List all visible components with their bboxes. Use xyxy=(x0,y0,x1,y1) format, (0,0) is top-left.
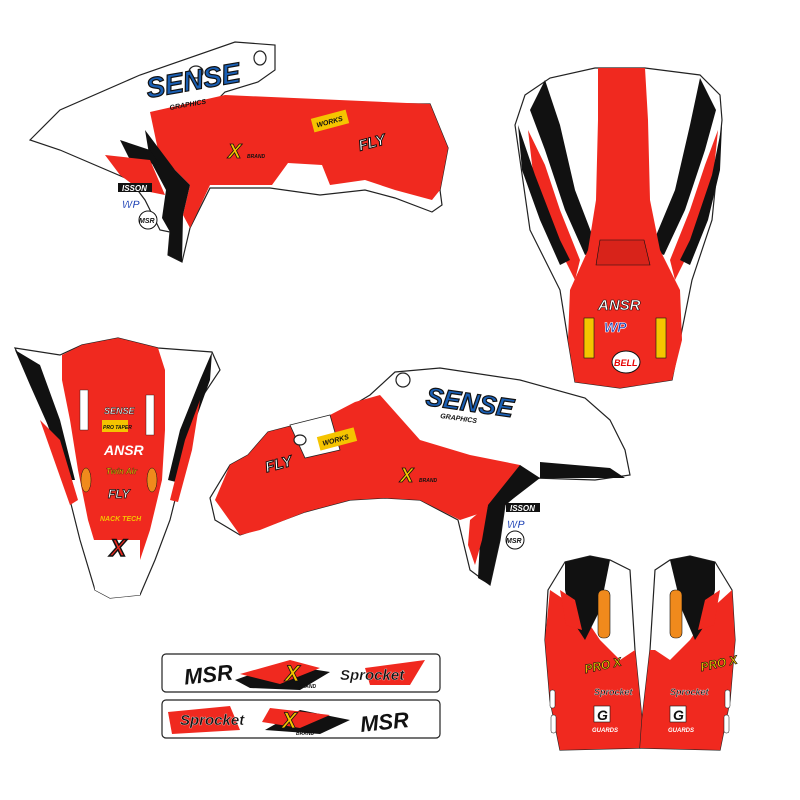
right-shroud-x-logo: X xyxy=(399,465,415,487)
rear-fender: SENSE PRO TAPER ANSR Twin Air FLY NACK T… xyxy=(13,337,221,599)
right-shroud-black-stripe xyxy=(478,465,540,585)
rear-fender-ansr-logo: ANSR xyxy=(103,442,145,458)
swingarm-bottom-red-swoosh xyxy=(262,708,330,728)
left-shroud-isson-logo: ISSON xyxy=(122,184,147,193)
rear-fender-right-side-tag xyxy=(145,394,155,436)
swingarm-top-x-logo: X xyxy=(283,661,301,686)
fork-guard-right-slot-1 xyxy=(724,689,731,709)
fork-guard-right-red-body xyxy=(640,590,735,750)
front-fender-left-black-stripe xyxy=(530,80,598,255)
right-shroud-works-badge xyxy=(316,427,358,451)
fork-guard-right-sprocket-logo: Sprocket xyxy=(670,687,710,697)
right-shroud-isson-logo: ISSON xyxy=(510,504,535,513)
left-shroud-x-logo: X xyxy=(227,141,243,163)
fork-guard-right-red-stripe xyxy=(698,590,720,630)
rear-fender-fly-logo: FLY xyxy=(108,487,131,501)
right-shroud-x-sub: BRAND xyxy=(419,478,437,484)
rear-fender-left-side-tag xyxy=(79,389,89,431)
swingarm-top-sprocket-logo: Sprocket xyxy=(340,667,405,684)
front-fender-wp-logo: WP xyxy=(604,319,627,335)
fork-guard-left-slot-1 xyxy=(549,689,556,709)
fork-guard-left-red-stripe xyxy=(560,590,582,630)
front-fender-left-sponsor-tag xyxy=(583,317,595,359)
left-shroud-isson-bar xyxy=(118,183,152,192)
front-fender-right-black-stripe xyxy=(650,78,716,255)
rear-fender-x-logo: X xyxy=(108,535,128,562)
fork-guard-left-g-sub: GUARDS xyxy=(592,728,618,734)
left-shroud-hole-1 xyxy=(188,65,204,79)
swingarm-bottom-x-sub: BRAND xyxy=(296,731,314,737)
rear-fender-right-black xyxy=(168,352,212,482)
rear-fender-white-tail xyxy=(90,540,140,598)
right-radiator-shroud: SENSE GRAPHICS WORKS FLY X BRAND ISSON W… xyxy=(209,367,631,587)
rear-fender-pro-taper-logo: PRO TAPER xyxy=(103,425,132,431)
swingarm-decal-bottom: Sprocket X BRAND MSR xyxy=(161,699,441,739)
front-fender: ANSR WP BELL xyxy=(514,67,723,389)
fork-guard-right-g-badge xyxy=(669,705,687,723)
front-fender-right-black-stripe-2 xyxy=(680,125,722,265)
rear-fender-right-red xyxy=(170,400,200,502)
front-fender-bell-badge xyxy=(611,350,641,374)
swingarm-bottom-x-logo: X xyxy=(280,708,298,733)
left-shroud-red-panel xyxy=(150,95,448,228)
front-fender-left-red-stripe xyxy=(528,130,580,280)
right-shroud-black-stripe-2 xyxy=(540,462,625,478)
front-fender-bell-logo: BELL xyxy=(614,358,638,368)
swingarm-top-x-sub: BRAND xyxy=(298,684,316,690)
swingarm-decal-top: MSR X BRAND Sprocket xyxy=(161,653,441,693)
left-radiator-shroud: SENSE GRAPHICS WORKS FLY X BRAND ISSON W… xyxy=(28,41,449,263)
swingarm-top-msr-logo: MSR xyxy=(183,660,234,690)
rear-fender-pro-taper-badge xyxy=(102,420,128,432)
left-shroud-works-badge xyxy=(310,109,350,133)
right-shroud-wp-logo: WP xyxy=(507,519,525,531)
fork-guard-right-slot-2 xyxy=(723,714,730,734)
fork-guard-left-slot-2 xyxy=(550,714,557,734)
left-shroud-hole-2 xyxy=(253,50,267,66)
front-fender-ansr-logo: ANSR xyxy=(597,297,641,314)
left-shroud-msr-logo: MSR xyxy=(139,218,155,225)
swingarm-top-right-red xyxy=(365,660,425,685)
right-shroud-hole-2 xyxy=(293,434,307,446)
fork-guard-left-g-badge xyxy=(593,705,611,723)
left-shroud-wp-logo: WP xyxy=(122,199,140,211)
rear-fender-right-orange-tag xyxy=(146,467,158,493)
swingarm-top-red-swoosh xyxy=(240,660,320,684)
right-shroud-msr-badge xyxy=(505,530,525,550)
right-shroud-isson-bar xyxy=(506,503,540,512)
fork-guard-right-orange-tag xyxy=(669,589,683,639)
right-shroud-red-low xyxy=(468,505,488,565)
front-fender-red-center xyxy=(568,68,682,388)
rear-fender-nack-logo: NACK TECH xyxy=(100,516,142,523)
fork-guard-left-g-logo: G xyxy=(597,707,608,723)
front-fender-left-black-stripe-2 xyxy=(518,125,570,265)
fork-guard-left-red-body xyxy=(545,590,642,750)
left-shroud-msr-badge xyxy=(138,210,158,230)
front-fender-right-sponsor-tag xyxy=(655,317,667,359)
front-fender-center-line xyxy=(595,239,651,266)
swingarm-bottom-msr-logo: MSR xyxy=(359,707,410,737)
left-shroud-x-sub: BRAND xyxy=(247,154,265,160)
front-fender-right-red-stripe xyxy=(670,130,718,280)
rear-fender-left-orange-tag xyxy=(80,467,92,493)
rear-fender-twin-air-logo: Twin Air xyxy=(106,467,138,476)
fork-guard-left-sprocket-logo: Sprocket xyxy=(594,687,634,697)
fork-guard-right: PRO X Sprocket G GUARDS xyxy=(639,555,740,751)
rear-fender-sense-logo: SENSE xyxy=(104,406,136,416)
fork-guard-left: PRO X Sprocket G GUARDS xyxy=(544,555,643,751)
fork-guard-left-orange-tag xyxy=(597,589,611,639)
fork-guard-right-g-sub: GUARDS xyxy=(668,728,694,734)
swingarm-bottom-left-red xyxy=(168,706,240,734)
fork-guard-right-g-logo: G xyxy=(673,707,684,723)
right-shroud-msr-logo: MSR xyxy=(506,538,522,545)
swingarm-bottom-sprocket-logo: Sprocket xyxy=(180,712,245,729)
right-shroud-hole-1 xyxy=(395,372,411,388)
rear-fender-left-red xyxy=(40,420,78,505)
